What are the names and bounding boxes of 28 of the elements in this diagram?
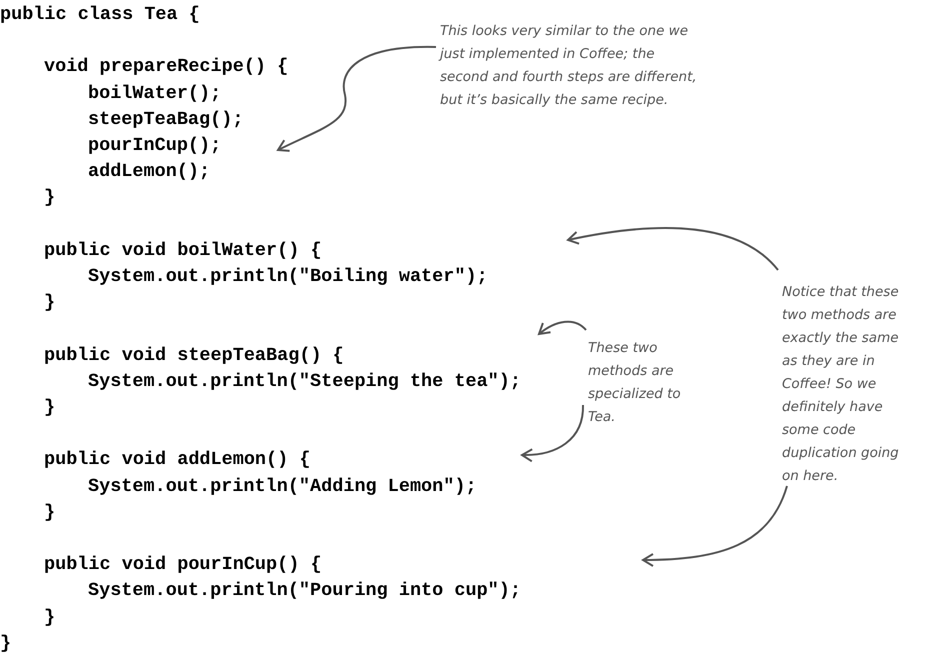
code-line: boilWater(); xyxy=(88,82,222,106)
code-line: } xyxy=(44,291,56,316)
code-line: public void steepTeaBag() { xyxy=(44,344,344,368)
code-line: System.out.println("Adding Lemon"); xyxy=(88,474,477,499)
curved-arrow xyxy=(521,404,584,462)
code-line: } xyxy=(44,500,56,525)
code-line: System.out.println("Pouring into cup"); xyxy=(88,579,521,604)
code-line: void prepareRecipe() { xyxy=(44,55,288,80)
code-line: System.out.println("Boiling water"); xyxy=(88,265,488,289)
curved-arrow xyxy=(538,320,587,335)
code-line: public class Tea { xyxy=(0,3,200,27)
code-line: System.out.println("Steeping the tea"); xyxy=(88,370,521,394)
code-line: } xyxy=(44,396,56,420)
curved-arrow xyxy=(277,46,436,152)
code-line: public void boilWater() { xyxy=(44,238,322,263)
code-line: } xyxy=(44,186,56,210)
code-line: } xyxy=(0,632,12,656)
code-line: steepTeaBag(); xyxy=(88,108,244,132)
curved-arrow xyxy=(567,227,779,271)
code-line: public void addLemon() { xyxy=(44,448,310,472)
curved-arrow xyxy=(642,486,788,567)
code-line: addLemon(); xyxy=(88,160,210,184)
code-line: } xyxy=(44,606,56,630)
handwritten-note: These two methods are specialized to Tea. xyxy=(588,339,682,427)
code-line: pourInCup(); xyxy=(88,134,222,158)
handwritten-note: This looks very similar to the one we just implemented in Coffee; the second and fourth steps are different, but it’s basically the same recipe. xyxy=(440,22,698,110)
handwritten-note: Notice that these two methods are exactly the same as they are in Coffee! So we definitely have some code duplication going on here. xyxy=(782,283,900,486)
code-line: public void pourInCup() { xyxy=(44,553,322,578)
